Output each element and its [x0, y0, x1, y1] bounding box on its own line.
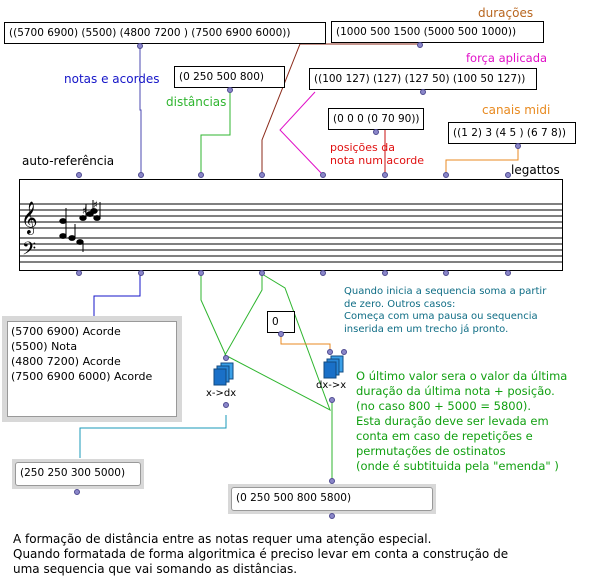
dxx-inlet-2[interactable] [341, 349, 347, 355]
distances-outlet[interactable] [227, 87, 233, 93]
chord-list-item: (7500 6900 6000) Acorde [11, 370, 153, 383]
score-inlet-3[interactable] [198, 172, 204, 178]
wire-channels [445, 148, 519, 175]
wire-triangle [224, 273, 331, 412]
score-outlet-4[interactable] [259, 270, 265, 276]
score-outlet-8[interactable] [505, 270, 511, 276]
durations-outlet[interactable] [417, 42, 423, 48]
label-duracoes: durações [478, 6, 534, 20]
dx-to-x-result-outlet[interactable] [329, 513, 335, 519]
channels-input-box[interactable]: ((1 2) 3 (4 5 ) (6 7 8)) [448, 122, 576, 144]
wire-velocities [279, 91, 324, 176]
score-outlet-6[interactable] [382, 270, 388, 276]
svg-text:♯: ♯ [93, 200, 98, 211]
wire-score-to-list [93, 274, 141, 316]
bass-clef-icon: 𝄢 [22, 239, 36, 264]
score-outlet-7[interactable] [443, 270, 449, 276]
label-distancias: distâncias [166, 95, 227, 109]
score-outlet-3[interactable] [198, 270, 204, 276]
wire-zero [280, 334, 331, 352]
xdx-outlet[interactable] [223, 402, 229, 408]
zero-input-box[interactable]: 0 [267, 311, 295, 333]
dx-to-x-label: dx->x [316, 380, 347, 391]
score-inlet-2[interactable] [138, 172, 144, 178]
offsets-input-box[interactable]: (0 0 0 (0 70 90)) [328, 108, 424, 130]
chords-outlet[interactable] [137, 43, 143, 49]
chord-list: (5700 6900) Acorde (5500) Nota (4800 720… [7, 321, 177, 417]
notes-group: ♯ ♯ [59, 200, 101, 252]
zero-outlet[interactable] [278, 331, 284, 337]
velocities-input-box[interactable]: ((100 127) (127) (127 50) (100 50 127)) [309, 68, 537, 90]
chord-list-item: (4800 7200) Acorde [11, 355, 121, 368]
score-outlet-5[interactable] [320, 270, 326, 276]
durations-input-box[interactable]: (1000 500 1500 (5000 500 1000)) [331, 21, 544, 43]
treble-clef-icon: 𝄞 [21, 201, 38, 235]
wire-score-to-xdx [200, 274, 228, 359]
green-note: O último valor sera o valor da última du… [356, 369, 568, 473]
score-inlet-4[interactable] [259, 172, 265, 178]
chord-list-frame[interactable]: (5700 6900) Acorde (5500) Nota (4800 720… [2, 316, 182, 422]
dxx-inlet-1[interactable] [327, 349, 333, 355]
score-inlet-1[interactable] [76, 172, 82, 178]
score-inlet-7[interactable] [443, 172, 449, 178]
xdx-inlet[interactable] [223, 355, 229, 361]
label-nota-num-acorde: nota num acorde [330, 154, 425, 167]
x-to-dx-result-frame[interactable]: (250 250 300 5000) [12, 459, 144, 489]
dx-to-x-result: (0 250 500 800 5800) [231, 487, 433, 511]
distances-input-box[interactable]: (0 250 500 800) [174, 66, 285, 88]
wire-chords [139, 44, 142, 175]
label-auto-referencia: auto-referência [22, 154, 115, 168]
score-outlet-1[interactable] [76, 270, 82, 276]
x-to-dx-result: (250 250 300 5000) [15, 462, 141, 486]
channels-outlet[interactable] [515, 143, 521, 149]
score-inlet-6[interactable] [382, 172, 388, 178]
dx-to-x-function-icon[interactable] [323, 355, 345, 379]
teal-note: Quando inicia a sequencia soma a partir … [344, 286, 547, 335]
velocities-outlet[interactable] [420, 89, 426, 95]
chord-seq-score[interactable]: 𝄞 𝄢 ♯ ♯ [19, 179, 563, 271]
svg-text:♯: ♯ [82, 206, 87, 217]
label-notas-e-acordes: notas e acordes [64, 72, 160, 86]
chord-list-item: (5700 6900) Acorde [11, 325, 121, 338]
dx-to-x-result-frame[interactable]: (0 250 500 800 5800) [228, 484, 436, 514]
bottom-note: A formação de distância entre as notas r… [13, 532, 509, 576]
x-to-dx-result-outlet[interactable] [74, 489, 80, 495]
chords-input-box[interactable]: ((5700 6900) (5500) (4800 7200 ) (7500 6… [4, 22, 326, 44]
label-posicoes-da: posições da [330, 141, 395, 154]
label-legattos: legattos [511, 163, 560, 177]
score-inlet-5[interactable] [320, 172, 326, 178]
offsets-outlet[interactable] [373, 129, 379, 135]
dx-to-x-result-inlet[interactable] [329, 478, 335, 484]
chord-list-item: (5500) Nota [11, 340, 78, 353]
staff-svg: 𝄞 𝄢 ♯ ♯ [20, 200, 562, 264]
dxx-outlet[interactable] [329, 397, 335, 403]
score-outlet-2[interactable] [138, 270, 144, 276]
score-inlet-8[interactable] [505, 172, 511, 178]
x-to-dx-label: x->dx [206, 388, 237, 399]
x-to-dx-function-icon[interactable] [213, 362, 235, 386]
label-forca-aplicada: força aplicada [466, 51, 548, 65]
label-canais-midi: canais midi [482, 103, 551, 117]
